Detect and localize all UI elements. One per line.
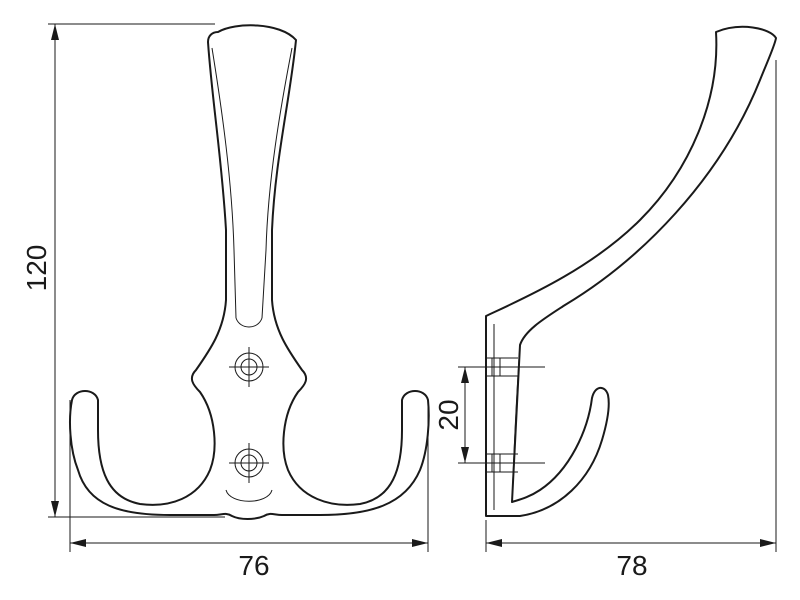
dimension-depth: 78: [485, 60, 777, 581]
side-upper-screw: [478, 357, 545, 377]
dimension-width-label: 76: [238, 550, 269, 581]
dimension-height: 120: [21, 23, 225, 518]
front-ridge-bottom: [235, 317, 263, 328]
side-lower-screw: [478, 453, 545, 473]
dimension-hole-spacing: 20: [433, 366, 486, 464]
front-plate-inner: [225, 489, 273, 502]
front-view: [69, 24, 430, 520]
upper-screw-hole: [229, 347, 269, 387]
dimension-height-label: 120: [21, 245, 52, 292]
dimension-depth-label: 78: [616, 550, 647, 581]
side-hook-outline: [485, 25, 777, 517]
dimension-width: 76: [69, 400, 429, 581]
dimension-hole-spacing-label: 20: [433, 399, 464, 430]
side-view: [478, 25, 777, 517]
front-ridge-left: [211, 47, 237, 319]
front-ridge-right: [261, 47, 293, 319]
front-hook-outline: [69, 24, 430, 520]
side-arm-inner: [511, 344, 521, 503]
lower-screw-hole: [229, 443, 269, 483]
